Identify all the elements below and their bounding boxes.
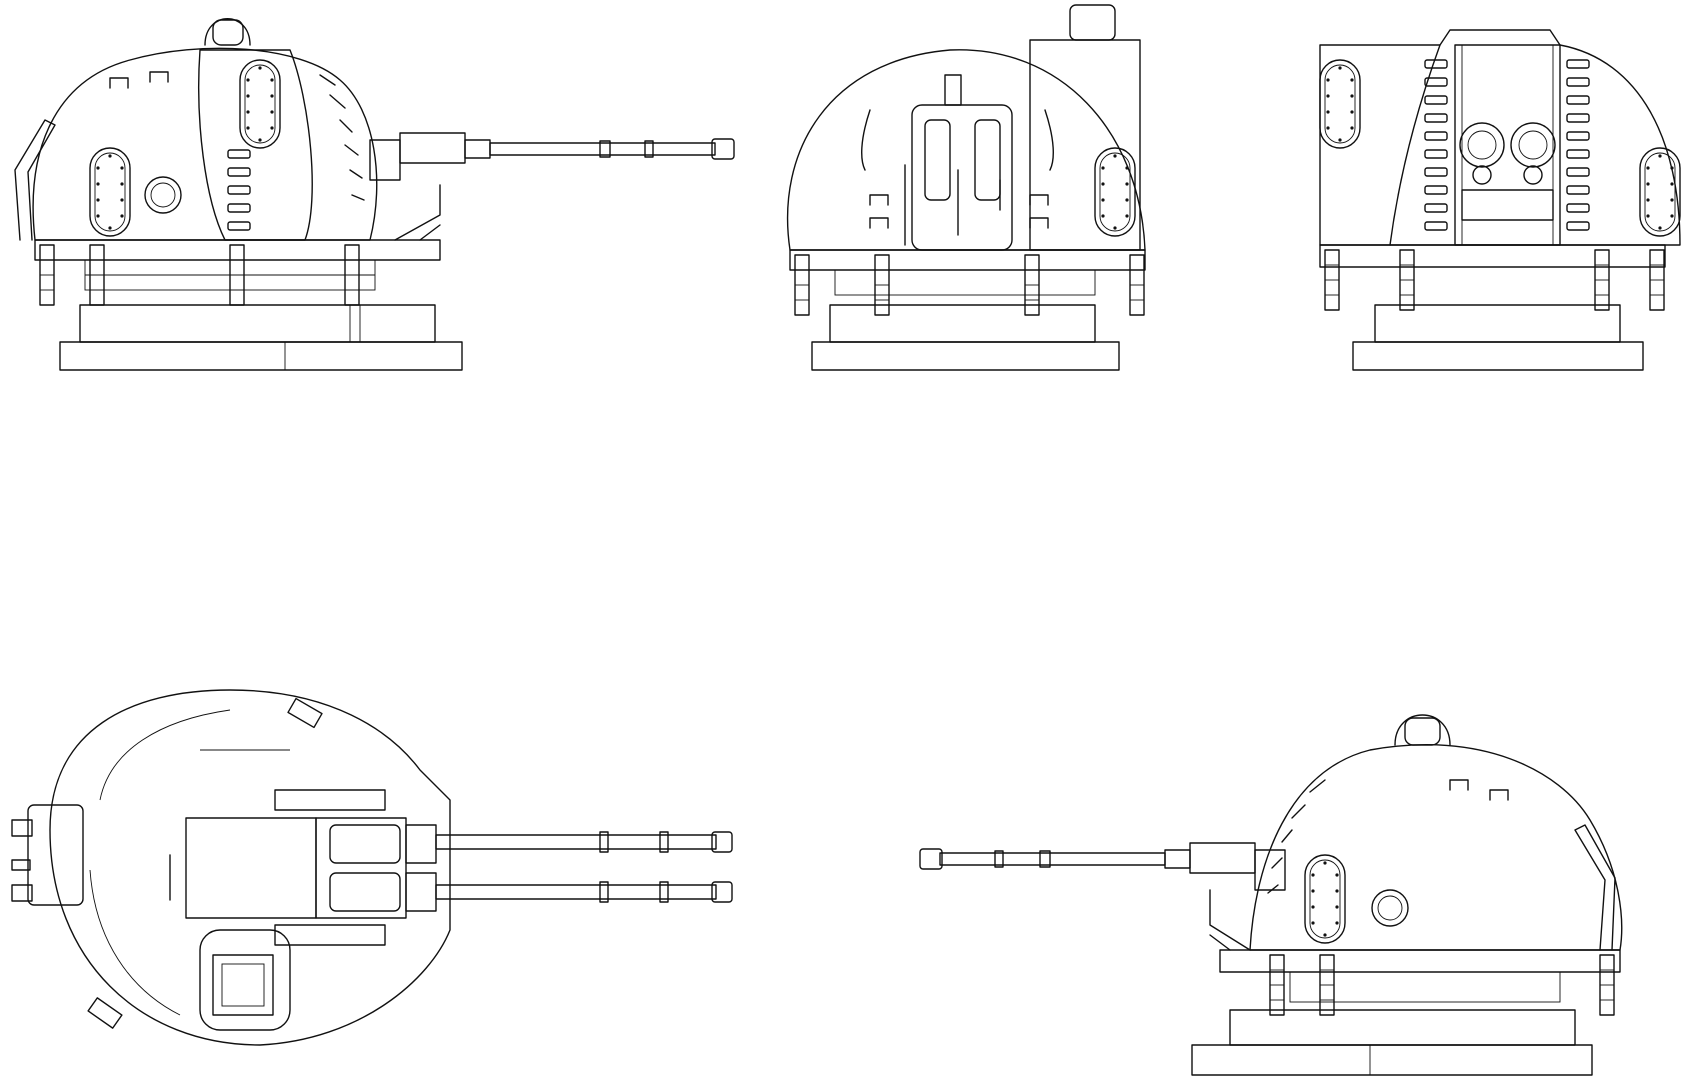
turret-outline xyxy=(49,689,451,1046)
base-ring xyxy=(1374,304,1621,343)
base-ring xyxy=(1229,1009,1576,1046)
turret-dome xyxy=(786,49,1146,251)
base-plinth xyxy=(1352,341,1644,371)
gun-mantlet xyxy=(1189,842,1256,874)
port-circle xyxy=(1371,889,1409,927)
gunner-hatch-base xyxy=(27,804,84,906)
turret-deck xyxy=(1319,244,1666,268)
turret-dome xyxy=(1319,29,1681,246)
commander-cupola xyxy=(199,929,291,1031)
gun-barrel xyxy=(939,852,1166,866)
gun-barrel xyxy=(489,142,716,156)
rear-view xyxy=(1319,29,1681,371)
right-side-view xyxy=(919,714,1623,1076)
top-view xyxy=(11,689,733,1046)
turret-dome xyxy=(1249,744,1623,951)
base-ring xyxy=(79,304,436,343)
sight-housing xyxy=(204,18,251,46)
turret-deck xyxy=(789,249,1146,271)
barrel-upper xyxy=(435,834,717,850)
barrel-lower xyxy=(435,884,717,900)
front-view xyxy=(786,4,1146,371)
breech-left xyxy=(1459,122,1505,168)
breech-right xyxy=(1510,122,1556,168)
left-side-view xyxy=(14,18,735,371)
base-plinth xyxy=(59,341,463,371)
port-circle xyxy=(144,176,182,214)
breech-housing xyxy=(1454,44,1561,246)
loading-well xyxy=(185,817,317,919)
turret-dome xyxy=(32,47,378,241)
gun-mantlet xyxy=(399,132,466,164)
base-plinth xyxy=(1191,1044,1593,1076)
turret-deck xyxy=(34,239,441,261)
turret-deck xyxy=(1219,949,1621,973)
sight-housing xyxy=(1394,714,1451,746)
base-plinth xyxy=(811,341,1120,371)
base-ring xyxy=(829,304,1096,343)
embrasure xyxy=(911,104,1013,251)
